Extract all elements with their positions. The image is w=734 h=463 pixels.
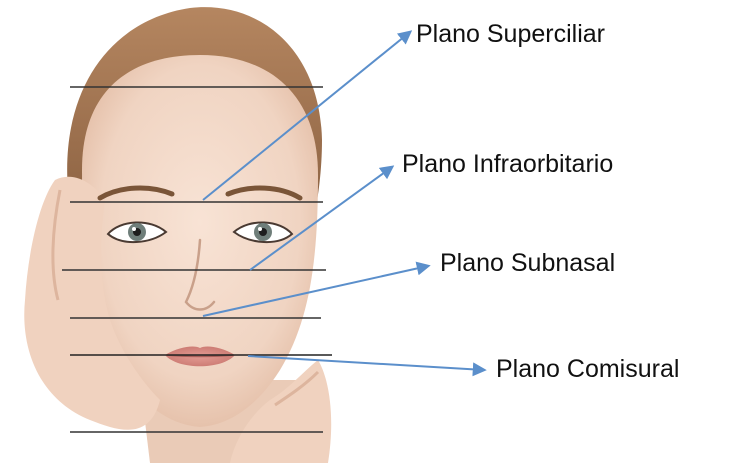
label-plano-comisural: Plano Comisural — [496, 357, 679, 382]
label-plano-infraorbitario: Plano Infraorbitario — [402, 152, 613, 177]
label-plano-superciliar: Plano Superciliar — [416, 22, 605, 47]
label-plano-subnasal: Plano Subnasal — [440, 251, 615, 276]
